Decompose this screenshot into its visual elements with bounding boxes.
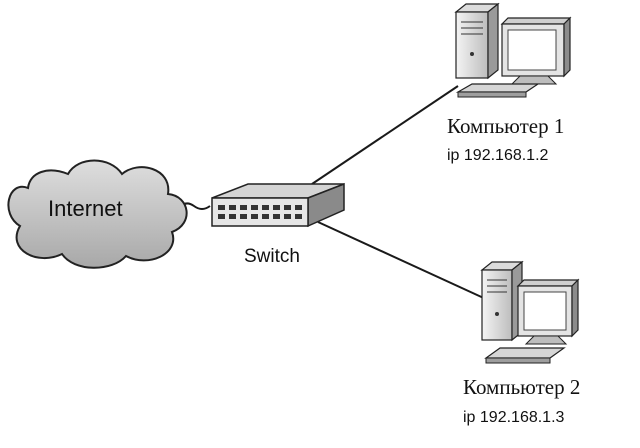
computer-1-ip: ip 192.168.1.2 (447, 147, 549, 164)
computer-2-name: Компьютер 2 (463, 375, 580, 399)
switch-label: Switch (244, 246, 300, 267)
internet-label: Internet (48, 196, 123, 221)
computer-1-name: Компьютер 1 (447, 114, 564, 138)
switch-icon (211, 182, 345, 228)
computer-1-icon (454, 2, 572, 98)
switch-to-computer-1-line (311, 85, 459, 185)
computer-2-ip: ip 192.168.1.3 (463, 409, 565, 426)
cloud-icon (7, 159, 188, 269)
computer-2-icon (480, 260, 580, 364)
switch-to-computer-2-line (317, 221, 489, 301)
